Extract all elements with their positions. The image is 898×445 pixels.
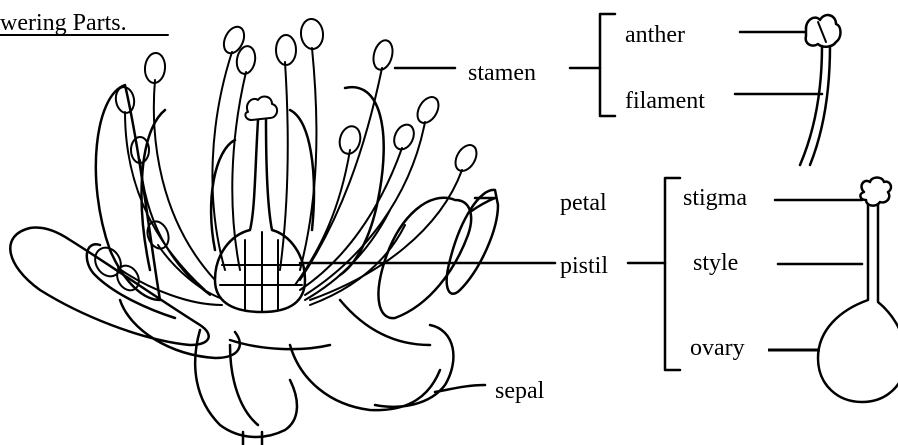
pistil-shape [215,97,305,312]
pistil-detail [818,178,898,403]
stamen-detail [800,15,841,165]
flower-illustration [10,18,498,445]
stamen-bracket [600,14,615,116]
label-filament: filament [625,88,705,114]
label-anther: anther [625,22,685,48]
pistil-bracket [665,178,680,370]
label-style: style [693,250,738,276]
diagram-heading: wering Parts. [0,10,127,36]
label-pistil: pistil [560,253,608,279]
label-ovary: ovary [690,335,745,361]
label-stigma: stigma [683,185,747,211]
label-petal: petal [560,190,607,216]
label-sepal: sepal [495,378,545,404]
label-stamen: stamen [468,60,536,86]
